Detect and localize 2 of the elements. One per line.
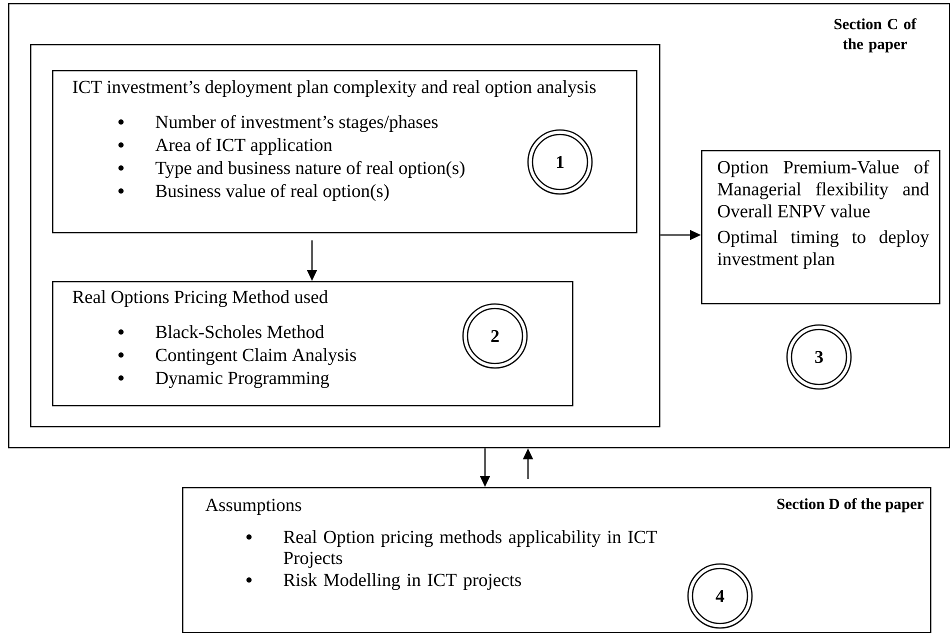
result-box: Option Premium-Value of Managerial flexibility and Overall ENPV value Optimal timing to deploy investment plan bbox=[701, 150, 940, 304]
group-box bbox=[30, 44, 660, 428]
